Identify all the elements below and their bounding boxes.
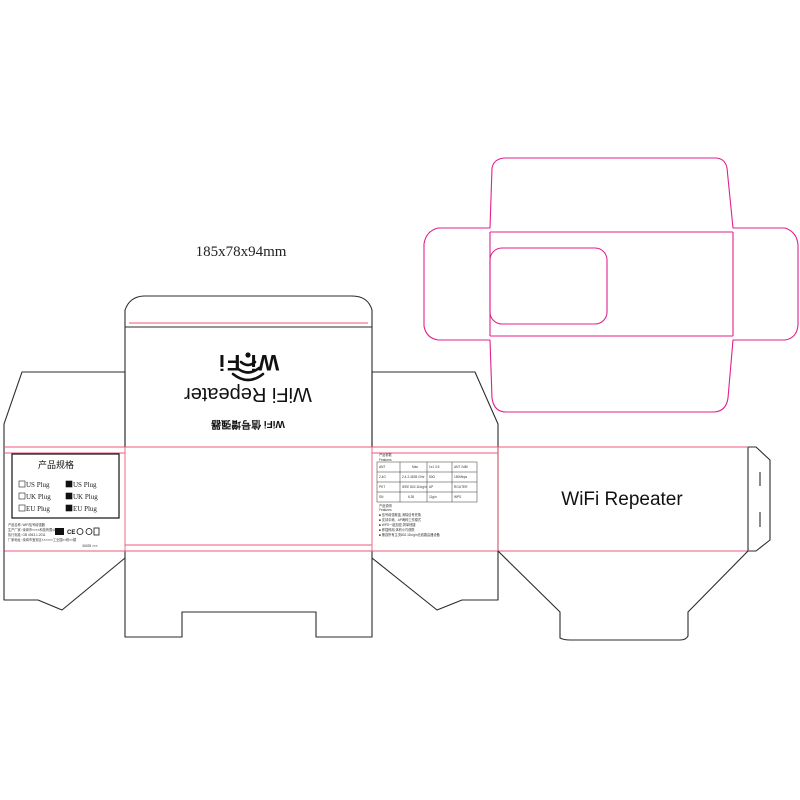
plug-label-us-a: US Plug — [26, 481, 50, 489]
recycle-icon — [76, 528, 84, 535]
cell-0-3: ANT 2dBi — [454, 465, 468, 469]
bottom-flap-front — [497, 550, 749, 641]
ce-mark-icon: CE — [67, 530, 75, 536]
info-line-1: 产品名称: WiFi信号增强器 — [8, 522, 46, 527]
note-1: ■ 信号增强覆盖,消除信号死角 — [379, 512, 421, 517]
insert-window-cutout — [489, 247, 608, 325]
cell-3-2: 11g/n — [429, 495, 437, 499]
insert-outer-outline — [423, 157, 799, 413]
side-section2-en: Features — [379, 508, 392, 512]
plug-label-uk-b: UK Plug — [73, 493, 98, 501]
plug-label-us-b: US Plug — [73, 481, 97, 489]
plug-label-uk-a: UK Plug — [26, 493, 51, 501]
box-dimensions-label: 185x78x94mm — [196, 244, 287, 260]
plug-checkbox-eu-empty — [18, 504, 26, 512]
cell-1-1: 2.4-2.4835 GHz — [402, 475, 425, 479]
bottom-flap-center — [124, 558, 373, 638]
cell-2-2: AP — [429, 485, 433, 489]
cell-1-3: 150Mbps — [454, 475, 468, 479]
info-line-3: 执行标准: GB 4943.1-2011 — [8, 532, 46, 537]
plug-checkbox-uk-empty — [18, 492, 26, 500]
plug-label-eu-a: EU Plug — [26, 505, 50, 513]
cell-1-0: 2.4G — [379, 475, 386, 479]
plug-label-eu-b: EU Plug — [73, 505, 97, 513]
box-net — [3, 295, 771, 641]
right-dust-flap — [371, 371, 499, 447]
note-5: ■ 兼容所有主流802.11b/g/n无线路由器设备 — [379, 532, 441, 537]
cell-3-1: 6.35 — [408, 495, 414, 499]
plug-checkbox-us-empty — [18, 480, 26, 488]
plug-checkbox-uk-filled — [65, 492, 73, 500]
bin-icon — [93, 527, 100, 536]
side-spec-panel: 产品参数 Features ANT Max 1x1 3.5 ANT 2dBi 2… — [376, 452, 478, 537]
side-heading-cn: 产品参数 — [379, 452, 393, 457]
left-dust-flap — [3, 371, 126, 447]
plug-checkbox-us-filled — [65, 480, 73, 488]
spec-panel-title: 产品规格 — [38, 459, 74, 470]
note-3: ■ WPS一键加密,简单快捷 — [379, 522, 416, 527]
certification-icons: CE — [55, 527, 100, 536]
rohs-icon — [85, 528, 93, 535]
barcode-icon — [55, 528, 64, 535]
info-line-4: 厂家地址: 深圳市宝安区××××××工业园××栋××楼 — [8, 537, 77, 542]
plug-checkbox-eu-filled — [65, 504, 73, 512]
glue-tab — [748, 446, 771, 552]
insert-template — [423, 157, 799, 413]
cell-2-1: IEEE 802.11b/g/n — [402, 485, 427, 489]
top-lid-flap — [124, 295, 373, 327]
main-band-outline — [3, 327, 499, 558]
note-4: ■ 即插即用,体积小巧便携 — [379, 527, 415, 532]
side-section2-cn: 产品说明 — [379, 503, 392, 508]
bottom-flap-right — [371, 551, 499, 611]
cell-2-0: PKT — [379, 485, 385, 489]
cell-3-3: WPS — [454, 495, 461, 499]
top-panel-artwork: WiFi 信号增强器 WiFi Repeater Wi Fi — [184, 350, 312, 431]
cell-3-0: SN — [379, 495, 384, 499]
cell-0-2: 1x1 3.5 — [429, 465, 440, 469]
cell-1-2: 50Ω — [429, 475, 436, 479]
side-heading-en: Features — [379, 458, 392, 462]
cell-2-3: ROUTER — [454, 485, 468, 489]
front-product-name: WiFi Repeater — [561, 489, 683, 510]
info-line-2: 生产厂家: 深圳市××××科技有限公司 — [8, 527, 59, 532]
cell-0-1: Max — [412, 465, 418, 469]
top-product-name: WiFi Repeater — [184, 383, 312, 405]
bottom-flap-left — [3, 551, 126, 611]
cell-0-0: ANT — [379, 465, 385, 469]
product-code: 06025 ××× — [82, 544, 97, 548]
spec-panel: 产品规格 US Plug UK Plug EU Plug US Plug UK … — [8, 453, 120, 548]
spec-panel-frame — [11, 453, 120, 519]
wifi-icon — [231, 352, 265, 382]
spec-table: ANT Max 1x1 3.5 ANT 2dBi 2.4G 2.4-2.4835… — [376, 461, 478, 503]
chinese-product-name: WiFi 信号增强器 — [210, 418, 285, 431]
note-2: ■ 支持中继、AP两种工作模式 — [379, 517, 422, 522]
